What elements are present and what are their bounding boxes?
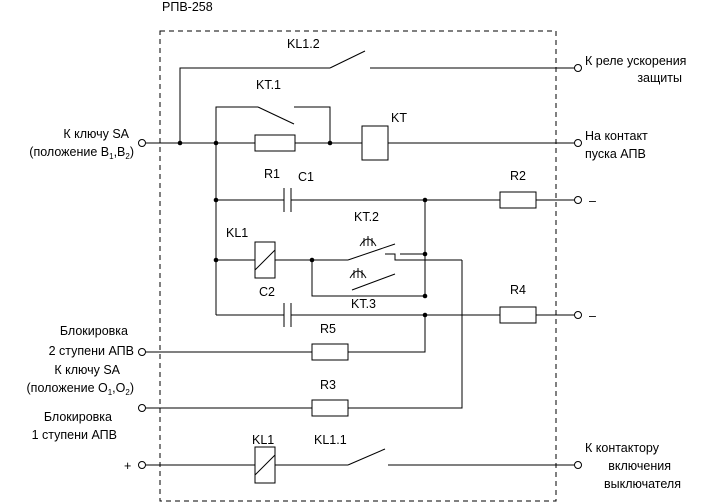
label-kl1: KL1: [226, 226, 248, 240]
device-boundary: [159, 30, 557, 502]
label-block-1-stage: 1 ступени АПВ: [32, 428, 117, 442]
label-key-sa-on: К ключу SA: [63, 127, 129, 141]
wires: [146, 50, 574, 466]
label-kt-3: KT.3: [351, 297, 376, 311]
kl1-coil: [254, 241, 276, 279]
kl1-bottom-coil: [254, 446, 276, 484]
label-r3: R3: [320, 378, 336, 392]
label-c1: C1: [298, 170, 314, 184]
kt1-element: [254, 134, 296, 152]
label-kt-1: KT.1: [256, 78, 281, 92]
label-block-2: Блокировка: [60, 324, 128, 338]
label-kt: KT: [391, 111, 407, 125]
label-block-1: Блокировка: [44, 410, 112, 424]
label-kt-2: KT.2: [354, 210, 379, 224]
label-minus-2: –: [589, 309, 596, 323]
label-block-2-stage: 2 ступени АПВ: [49, 344, 134, 358]
label-contact: На контакт: [585, 129, 648, 143]
label-kl1-bottom: KL1: [252, 433, 274, 447]
label-c2: C2: [259, 285, 275, 299]
kt-coil: [361, 125, 389, 161]
label-r1: R1: [264, 167, 280, 181]
kt2-timer-symbol: [359, 236, 377, 247]
label-relay-accel-protect: защиты: [637, 71, 682, 85]
label-contactor-enable: включения: [608, 459, 671, 473]
r3-resistor: [311, 399, 349, 417]
r4-resistor: [499, 306, 537, 324]
label-r5: R5: [320, 322, 336, 336]
label-r2: R2: [510, 169, 526, 183]
c2-capacitor: [283, 303, 292, 327]
kt3-contact: [311, 268, 396, 296]
r2-resistor: [499, 191, 537, 209]
label-contactor-switch: выключателя: [604, 477, 681, 491]
label-key-sa-off-position: (положение О1,О2): [27, 381, 134, 397]
label-contact-start: пуска АПВ: [585, 147, 646, 161]
label-relay-accel: К реле ускорения: [585, 54, 686, 68]
label-minus-1: –: [589, 194, 596, 208]
terminals: [138, 64, 582, 469]
label-kl1-1: KL1.1: [314, 433, 347, 447]
label-plus: +: [124, 459, 131, 473]
label-key-sa-off: К ключу SA: [54, 363, 120, 377]
label-r4: R4: [510, 283, 526, 297]
junctions: [177, 140, 428, 318]
device-title: РПВ-258: [162, 0, 213, 14]
label-key-sa-on-position: (положение В1,В2): [29, 145, 134, 161]
r5-resistor: [311, 343, 349, 361]
label-kl1-2: KL1.2: [287, 37, 320, 51]
label-contactor: К контактору: [585, 441, 660, 455]
c1-capacitor: [283, 188, 292, 212]
